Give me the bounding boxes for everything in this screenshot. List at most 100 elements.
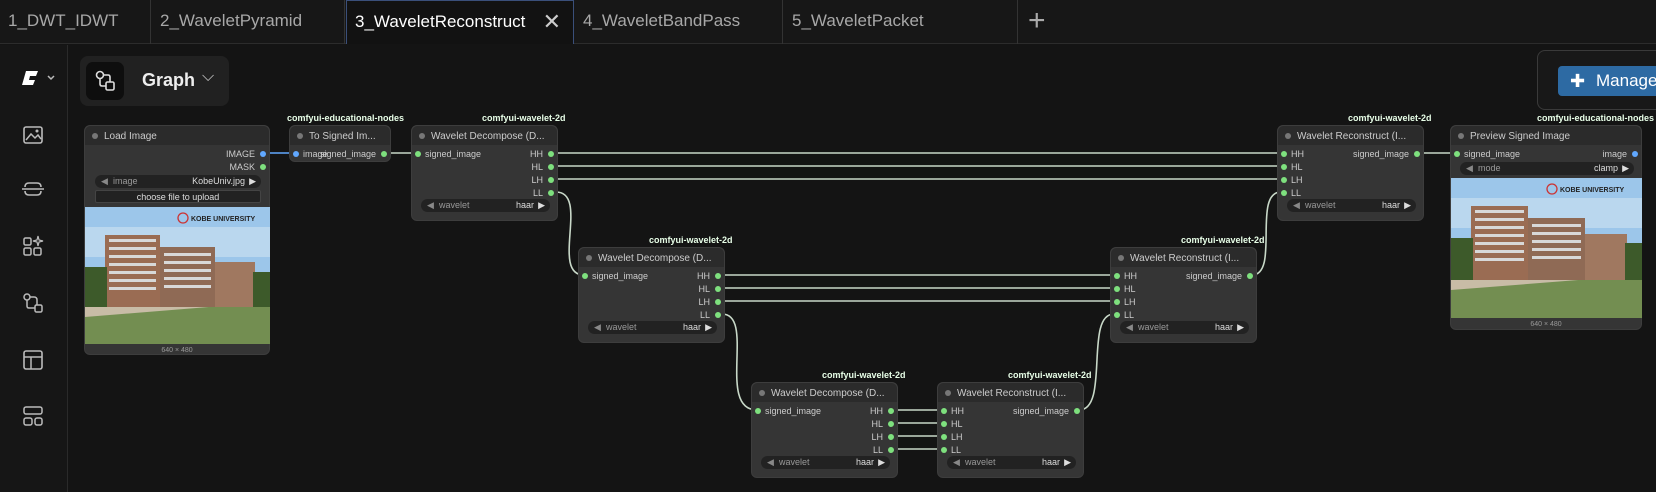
node-header[interactable]: Wavelet Reconstruct (I... [938,383,1083,402]
output-socket-mask[interactable] [260,164,266,170]
collapse-dot[interactable] [419,133,425,139]
output-socket-image[interactable] [1632,151,1638,157]
output-socket-lh[interactable] [548,177,554,183]
node-header[interactable]: Wavelet Decompose (D... [752,383,897,402]
output-socket-signed-image[interactable] [1247,273,1253,279]
collapse-dot[interactable] [1458,133,1464,139]
node-header[interactable]: Wavelet Reconstruct (I... [1111,248,1256,267]
input-socket-signed-image[interactable] [415,151,421,157]
model-library-icon[interactable] [20,176,46,202]
wavelet-decompose-node-2[interactable]: Wavelet Decompose (D... signed_image HH … [578,247,725,343]
input-socket-signed-image[interactable] [582,273,588,279]
tab-5-wavelet-packet[interactable]: 5_WaveletPacket [784,0,1018,44]
output-socket-signed-image[interactable] [381,151,387,157]
collapse-dot[interactable] [1285,133,1291,139]
output-socket-hl[interactable] [715,286,721,292]
image-select-widget[interactable]: ◀ image KobeUniv.jpg ▶ [95,175,261,188]
input-socket-hh[interactable] [941,408,947,414]
new-tab-plus-icon[interactable]: + [1028,4,1046,37]
node-header[interactable]: Preview Signed Image [1451,126,1641,145]
workflows-icon[interactable] [20,290,46,316]
input-socket-hh[interactable] [1281,151,1287,157]
wavelet-decompose-node-3[interactable]: Wavelet Decompose (D... signed_image HH … [751,382,898,478]
image-gallery-icon[interactable] [20,122,46,148]
input-socket-hl[interactable] [1114,286,1120,292]
collapse-dot[interactable] [586,255,592,261]
output-socket-hh[interactable] [715,273,721,279]
output-socket-lh[interactable] [715,299,721,305]
close-tab-icon[interactable]: ✕ [542,9,561,34]
graph-view-button[interactable]: Graph ⌵ [80,56,229,106]
load-image-node[interactable]: Load Image IMAGE MASK ◀ image KobeUniv.j… [84,125,270,355]
node-header[interactable]: To Signed Im... [290,126,390,145]
input-socket-hl[interactable] [1281,164,1287,170]
collapse-dot[interactable] [297,133,303,139]
wavelet-reconstruct-node-2[interactable]: Wavelet Reconstruct (I... HH HL LH LL si… [1110,247,1257,343]
input-socket-lh[interactable] [1114,299,1120,305]
increment-arrow-icon[interactable]: ▶ [1404,200,1411,210]
increment-arrow-icon[interactable]: ▶ [538,200,545,210]
node-header[interactable]: Wavelet Decompose (D... [579,248,724,267]
decrement-arrow-icon[interactable]: ◀ [101,176,108,186]
input-socket-ll[interactable] [1281,190,1287,196]
input-socket-lh[interactable] [1281,177,1287,183]
output-socket-signed-image[interactable] [1414,151,1420,157]
wavelet-decompose-node-1[interactable]: Wavelet Decompose (D... signed_image HH … [411,125,558,221]
output-socket-signed-image[interactable] [1074,408,1080,414]
decrement-arrow-icon[interactable]: ◀ [1126,322,1133,332]
manage-button[interactable]: ✚ Manage [1558,66,1656,96]
tab-1-dwt-idwt[interactable]: 1_DWT_IDWT [0,0,151,44]
output-socket-lh[interactable] [888,434,894,440]
input-socket-ll[interactable] [1114,312,1120,318]
queue-icon[interactable] [20,403,46,429]
increment-arrow-icon[interactable]: ▶ [1237,322,1244,332]
input-socket-signed-image[interactable] [1454,151,1460,157]
output-socket-hl[interactable] [888,421,894,427]
increment-arrow-icon[interactable]: ▶ [1064,457,1071,467]
node-header[interactable]: Load Image [85,126,269,145]
to-signed-image-node[interactable]: To Signed Im... image signed_image [289,125,391,162]
decrement-arrow-icon[interactable]: ◀ [953,457,960,467]
input-socket-hh[interactable] [1114,273,1120,279]
templates-icon[interactable] [20,347,46,373]
decrement-arrow-icon[interactable]: ◀ [427,200,434,210]
increment-arrow-icon[interactable]: ▶ [878,457,885,467]
input-socket-lh[interactable] [941,434,947,440]
collapse-dot[interactable] [945,390,951,396]
output-socket-hh[interactable] [548,151,554,157]
comfy-logo-icon[interactable] [18,65,58,91]
decrement-arrow-icon[interactable]: ◀ [767,457,774,467]
wavelet-reconstruct-node-1[interactable]: Wavelet Reconstruct (I... HH HL LH LL si… [1277,125,1424,221]
output-socket-hl[interactable] [548,164,554,170]
input-socket-ll[interactable] [941,447,947,453]
collapse-dot[interactable] [1118,255,1124,261]
node-header[interactable]: Wavelet Decompose (D... [412,126,557,145]
increment-arrow-icon[interactable]: ▶ [1622,163,1629,173]
increment-arrow-icon[interactable]: ▶ [705,322,712,332]
input-socket-hl[interactable] [941,421,947,427]
collapse-dot[interactable] [92,133,98,139]
node-library-icon[interactable] [20,233,46,259]
upload-button[interactable]: choose file to upload [95,190,261,203]
decrement-arrow-icon[interactable]: ◀ [1293,200,1300,210]
tab-4-wavelet-bandpass[interactable]: 4_WaveletBandPass [575,0,783,44]
output-socket-ll[interactable] [888,447,894,453]
output-socket-image[interactable] [260,151,266,157]
increment-arrow-icon[interactable]: ▶ [249,176,256,186]
output-socket-hh[interactable] [888,408,894,414]
tab-3-wavelet-reconstruct[interactable]: 3_WaveletReconstruct ✕ [346,0,574,44]
tab-2-wavelet-pyramid[interactable]: 2_WaveletPyramid [152,0,345,44]
input-socket-image[interactable] [293,151,299,157]
collapse-dot[interactable] [759,390,765,396]
node-header[interactable]: Wavelet Reconstruct (I... [1278,126,1423,145]
wavelet-reconstruct-node-3[interactable]: Wavelet Reconstruct (I... HH HL LH LL si… [937,382,1084,478]
decrement-arrow-icon[interactable]: ◀ [594,322,601,332]
preview-signed-image-node[interactable]: Preview Signed Image signed_image image … [1450,125,1642,330]
